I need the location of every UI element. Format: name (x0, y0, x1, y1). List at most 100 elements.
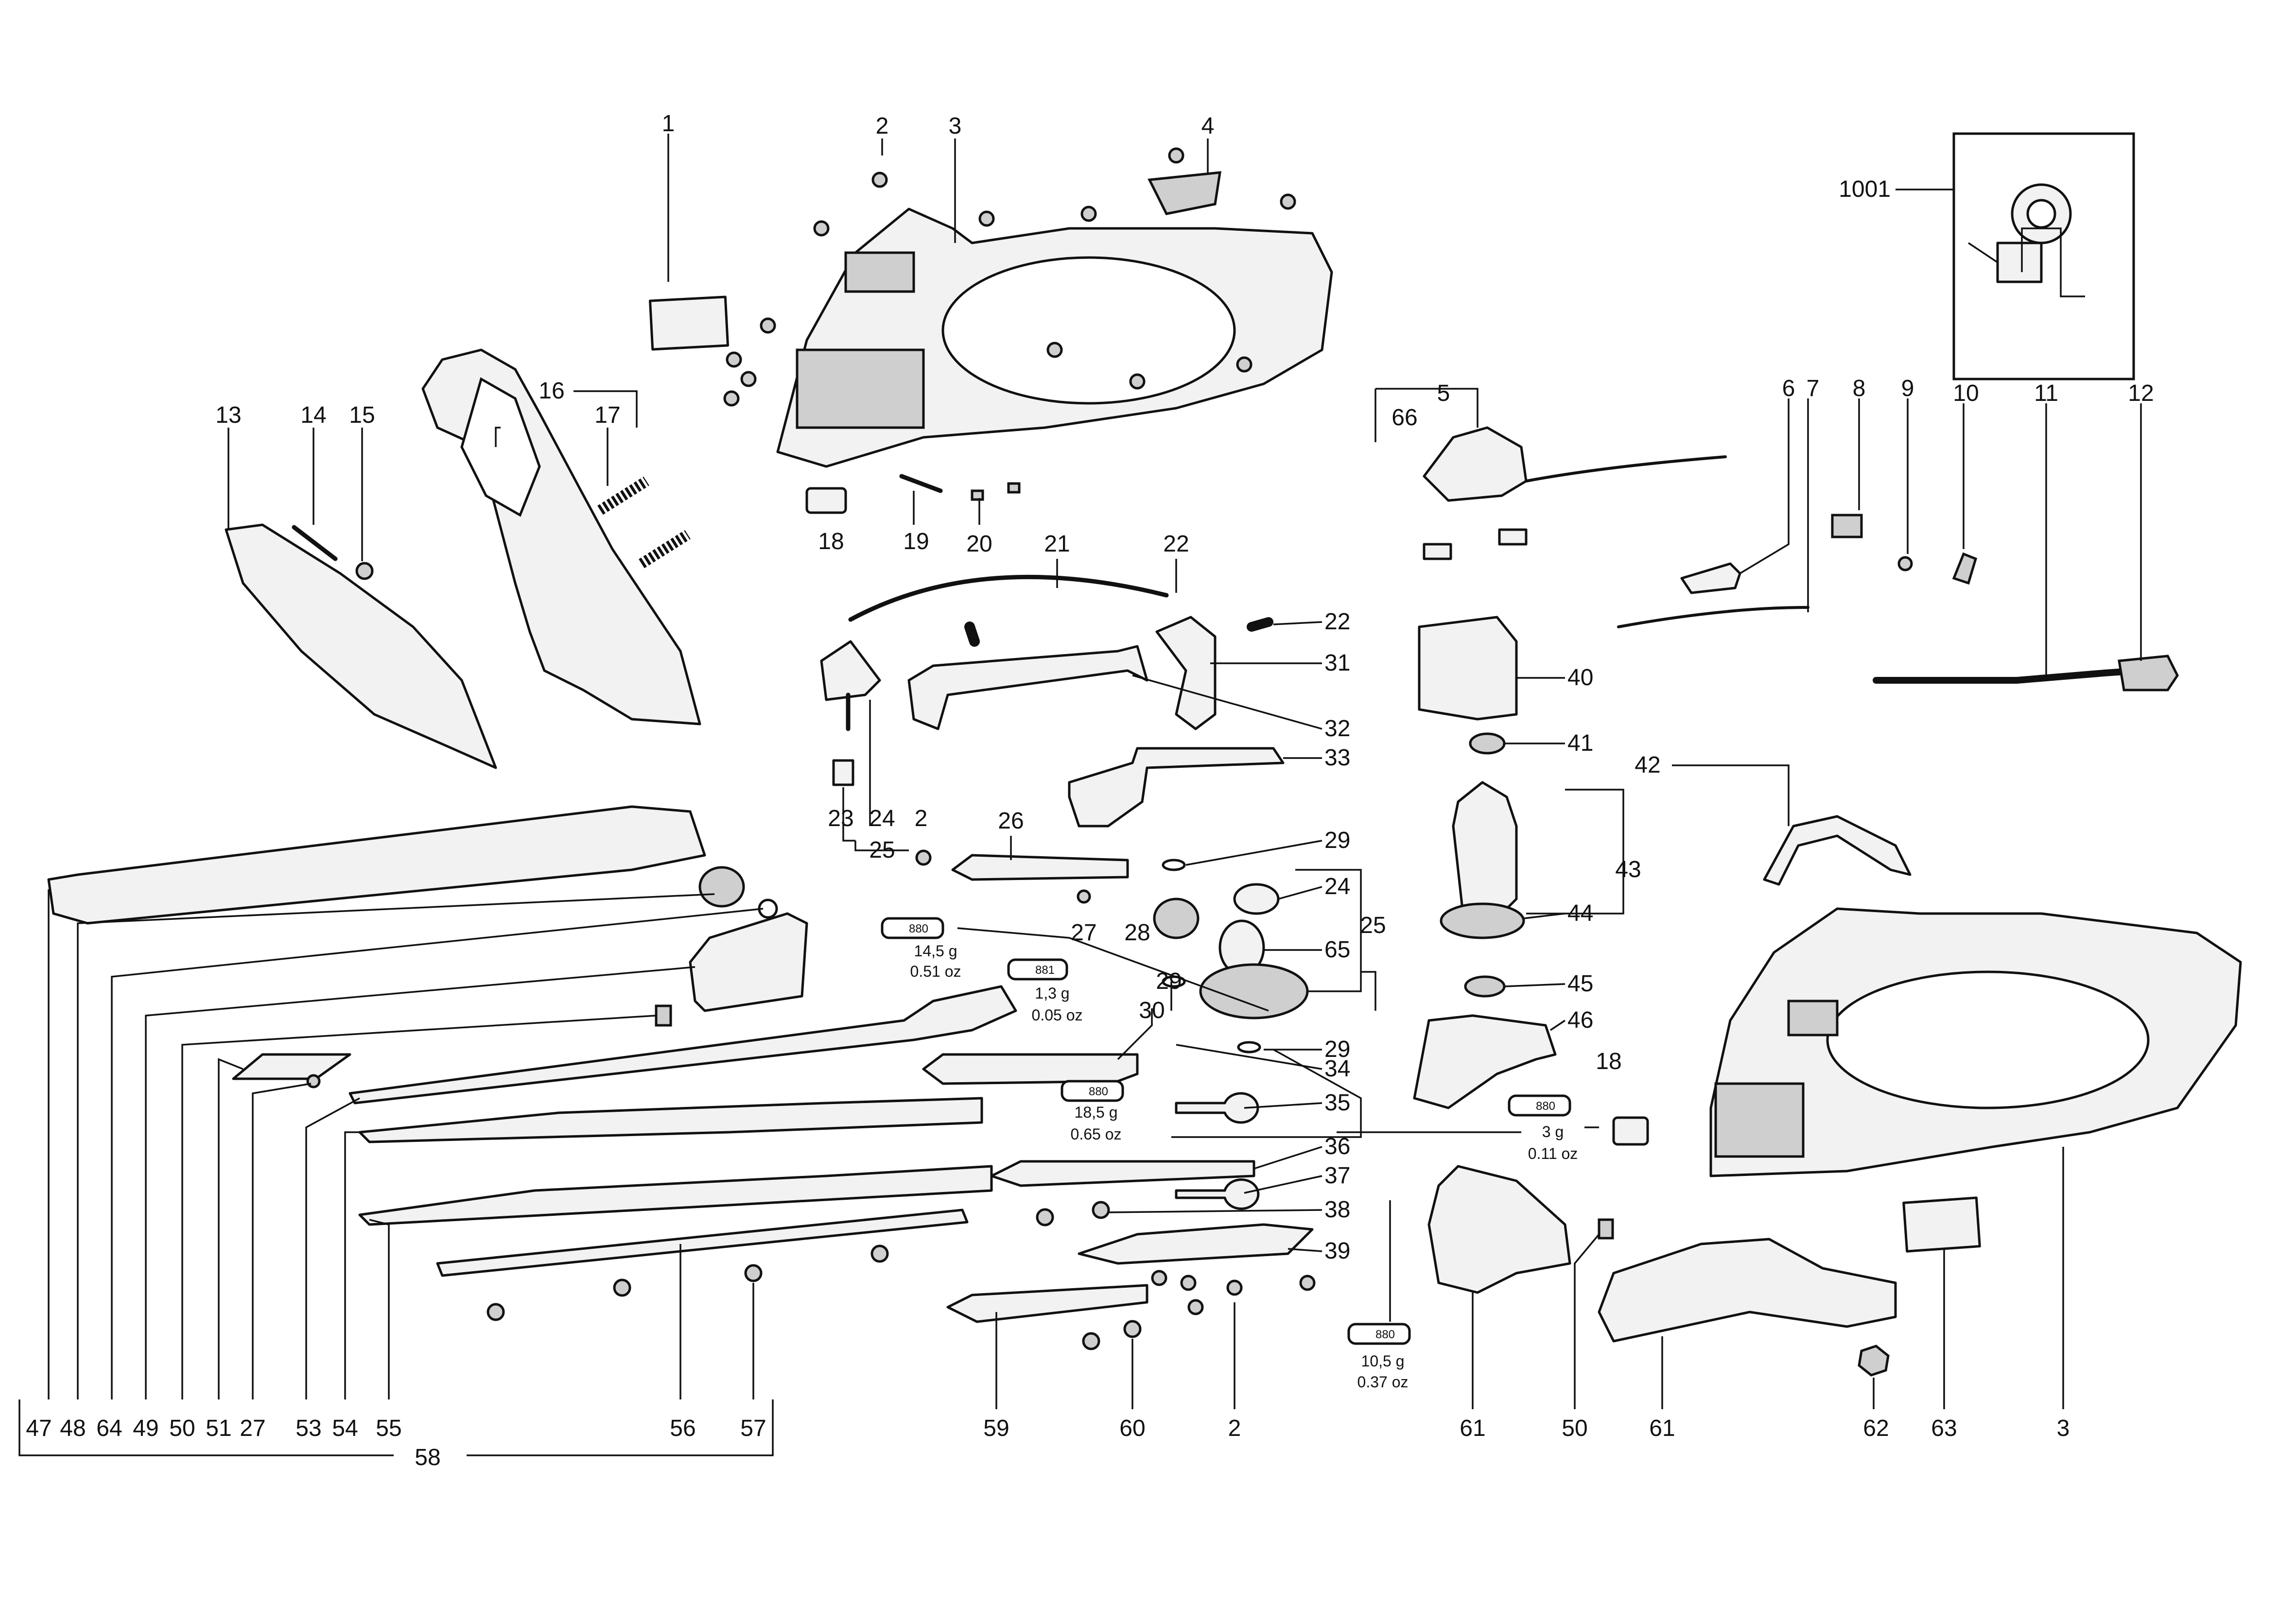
label-60: 60 (1119, 1416, 1145, 1441)
grease-ounces-4: 0.11 oz (1528, 1145, 1578, 1162)
label-26: 26 (998, 808, 1024, 834)
blade-bar (348, 985, 1017, 1105)
label-29-c: 29 (1324, 1036, 1350, 1062)
armature-43 (1452, 781, 1518, 920)
label-1001: 1001 (1839, 176, 1891, 202)
cover-61 (1598, 1238, 1897, 1343)
label-50-right: 50 (1562, 1416, 1587, 1441)
label-47: 47 (26, 1416, 52, 1441)
label-53: 53 (296, 1416, 321, 1441)
label-50-left: 50 (169, 1416, 195, 1441)
lead-wire-5 (1525, 455, 1727, 483)
label-18-right: 18 (1596, 1049, 1621, 1074)
washer-29a (1162, 859, 1186, 871)
label-9: 9 (1901, 376, 1914, 401)
label-37: 37 (1324, 1163, 1350, 1189)
label-61-left: 61 (1460, 1416, 1485, 1441)
screws-top (723, 147, 1296, 407)
hand-guard-strip (225, 523, 497, 769)
label-24-left: 24 (869, 806, 895, 831)
screw-9 (1897, 556, 1913, 571)
label-10: 10 (1953, 380, 1979, 406)
label-61-right: 61 (1649, 1416, 1675, 1441)
label-2-bottom: 2 (1228, 1416, 1241, 1441)
fan-44 (1440, 902, 1525, 939)
label-57: 57 (740, 1416, 766, 1441)
blade-guard (47, 805, 706, 925)
label-28: 28 (1124, 920, 1150, 946)
guide-59 (946, 1284, 1148, 1323)
nut-38b (1092, 1201, 1110, 1219)
label-55: 55 (376, 1416, 401, 1441)
spring-17b (639, 530, 691, 569)
label-14: 14 (300, 402, 326, 428)
lever-24 (820, 640, 881, 701)
label-5: 5 (1437, 380, 1450, 406)
terminal-66b (1498, 528, 1528, 546)
label-59: 59 (983, 1416, 1009, 1441)
screw-27b (306, 1074, 321, 1088)
label-27-mid: 27 (1071, 920, 1096, 946)
label-32: 32 (1324, 716, 1350, 742)
label-56: 56 (670, 1416, 696, 1441)
label-40: 40 (1567, 665, 1593, 691)
label-38: 38 (1324, 1197, 1350, 1223)
label-20: 20 (966, 531, 992, 557)
label-2-mid: 2 (915, 806, 928, 831)
label-18-top: 18 (818, 529, 844, 554)
grease-tube-1: 880 (881, 917, 944, 939)
front-handle (421, 348, 701, 725)
label-8: 8 (1853, 376, 1866, 401)
rating-label (648, 295, 730, 351)
grease-weight-3: 18,5 g (1075, 1104, 1118, 1121)
bearing-45 (1464, 975, 1506, 998)
spring-22b (1247, 617, 1273, 632)
pin-19 (899, 474, 943, 493)
label-23: 23 (828, 806, 853, 831)
switch-cover (1148, 171, 1221, 215)
label-30: 30 (1139, 998, 1165, 1023)
fan-cover-46 (1413, 1014, 1557, 1109)
label-15: 15 (349, 402, 375, 428)
part-18a (805, 487, 847, 514)
label-11: 11 (2034, 380, 2058, 406)
label-19: 19 (903, 529, 929, 554)
blade-lower-55 (358, 1165, 993, 1226)
grease-weight-1: 14,5 g (914, 942, 957, 960)
label-22-top: 22 (1163, 531, 1189, 557)
label-63: 63 (1931, 1416, 1957, 1441)
bearing-41 (1469, 732, 1506, 755)
label-64: 64 (96, 1416, 122, 1441)
plate-36 (990, 1160, 1255, 1187)
bolt-14 (292, 525, 338, 561)
shoe-51 (232, 1053, 351, 1080)
grease-weight-5: 10,5 g (1361, 1352, 1405, 1370)
leader-lines (18, 134, 2142, 1456)
part-23 (832, 759, 854, 786)
grease-tube-5: 880 (1347, 1323, 1411, 1345)
strain-relief-10 (1952, 552, 1978, 585)
label-63 (1902, 1196, 1981, 1253)
grease-weight-2: 1,3 g (1035, 984, 1069, 1002)
cam-24 (1233, 883, 1280, 915)
label-46: 46 (1567, 1007, 1593, 1033)
label-39: 39 (1324, 1238, 1350, 1264)
grease-ounces-3: 0.65 oz (1071, 1125, 1122, 1143)
bow-lever-32 (907, 645, 1148, 730)
label-16: 16 (539, 378, 564, 404)
grease-weight-4: 3 g (1542, 1123, 1564, 1140)
label-58: 58 (415, 1445, 440, 1470)
label-41: 41 (1567, 730, 1593, 756)
washer-15 (355, 562, 374, 580)
switch-6 (1680, 562, 1741, 594)
label-54: 54 (332, 1416, 358, 1441)
washer-29c (1237, 1041, 1261, 1053)
label-4: 4 (1201, 113, 1215, 139)
slider-26 (951, 854, 1129, 881)
gear-housing-61 (1427, 1165, 1571, 1294)
screw-27 (1077, 889, 1091, 904)
cable-11 (1873, 667, 2142, 684)
grease-ounces-1: 0.51 oz (910, 963, 961, 980)
label-29-b: 29 (1156, 968, 1182, 994)
label-35: 35 (1324, 1090, 1350, 1116)
